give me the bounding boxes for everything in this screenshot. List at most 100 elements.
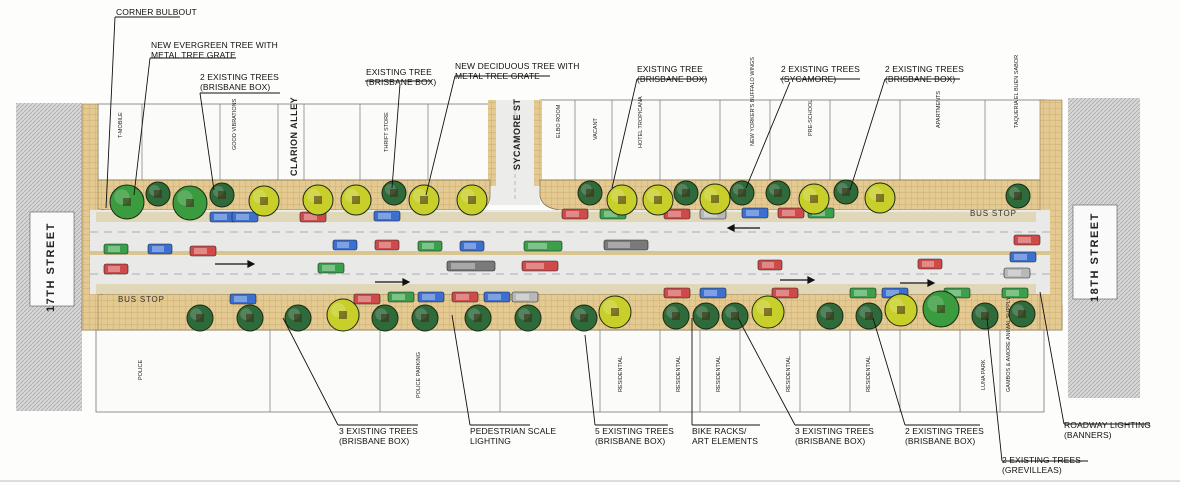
top-buildings [97,103,491,181]
car-13 [417,240,443,252]
existing-tree-16 [765,180,791,206]
car-8 [741,207,769,219]
existing-tree-28 [514,304,542,332]
building-bottom-4: RESIDENTIAL [716,356,722,392]
car-35 [511,291,539,303]
car-37 [699,287,727,299]
car-25 [917,258,943,270]
existing-tree-40 [1008,300,1036,328]
building-top-9: TAQUERIA EL BUEN SABOR [1014,55,1020,128]
bottom-callout-0-line-0: 3 EXISTING TREES [339,426,418,436]
bottom-callout-1-line-0: PEDESTRIAN SCALE [470,426,556,436]
building-bottom-2: RESIDENTIAL [618,356,624,392]
building-top-6: NEW YORKER'S BUFFALO WINGS [750,57,756,146]
car-16 [603,239,649,251]
alley-label: CLARION ALLEY [289,97,299,176]
deciduous-tree-19 [864,182,896,214]
building-top-8: APARTMENTS [936,91,942,128]
existing-tree-35 [816,302,844,330]
existing-tree-18 [833,179,859,205]
cross-street-label: SYCAMORE ST [512,98,522,170]
existing-tree-39 [971,302,999,330]
car-27 [1009,251,1037,263]
car-19 [189,245,217,257]
bottom-callout-5-line-1: (BRISBANE BOX) [905,436,975,446]
bottom-callout-3-line-0: BIKE RACKS/ [692,426,747,436]
bottom-callout-0-line-1: (BRISBANE BOX) [339,436,409,446]
existing-tree-15 [729,180,755,206]
existing-tree-25 [371,304,399,332]
car-30 [353,293,381,305]
top-callout-4-line-0: NEW DECIDUOUS TREE WITH [455,61,579,71]
car-32 [417,291,445,303]
sycamore-street [490,100,540,205]
deciduous-tree-37 [884,293,918,327]
building-top-4: VACANT [593,117,599,140]
existing-tree-13 [673,180,699,206]
car-33 [451,291,479,303]
car-9 [777,207,805,219]
building-bottom-6: RESIDENTIAL [866,356,872,392]
street-trees [109,179,1036,332]
building-top-1: GOOD VIBRATIONS [232,98,238,150]
car-23 [521,260,559,272]
car-29 [229,293,257,305]
car-39 [849,287,877,299]
top-callout-2-line-1: (BRISBANE BOX) [200,82,270,92]
deciduous-tree-5 [302,184,334,216]
evergreen-tree-0 [109,184,145,220]
car-38 [771,287,799,299]
car-3 [373,210,401,222]
car-1 [231,211,259,223]
existing-tree-7 [381,180,407,206]
deciduous-tree-12 [642,184,674,216]
car-15 [523,240,563,252]
street-label-17th: 17TH STREET [45,222,57,312]
bottom-callout-1-line-1: LIGHTING [470,436,511,446]
building-top-5: HOTEL TROPICANA [638,96,644,148]
car-20 [103,263,129,275]
top-callout-2-line-0: 2 EXISTING TREES [200,72,279,82]
top-callout-5-line-0: EXISTING TREE [637,64,703,74]
top-callout-7-line-1: (BRISBANE BOX) [885,74,955,84]
building-top-0: T-MOBILE [118,112,124,138]
deciduous-tree-11 [606,184,638,216]
car-17 [103,243,129,255]
building-top-3: ELBO ROOM [556,104,562,138]
car-24 [757,259,783,271]
street-label-18th: 18TH STREET [1089,212,1101,302]
deciduous-tree-24 [326,298,360,332]
deciduous-tree-34 [751,295,785,329]
bus-stop-bottom: BUS STOP [118,295,165,304]
car-36 [663,287,691,299]
bottom-callout-5-line-0: 2 EXISTING TREES [905,426,984,436]
bottom-callout-6-line-0: ROADWAY LIGHTING [1064,420,1151,430]
existing-tree-20 [1005,183,1031,209]
deciduous-tree-17 [798,183,830,215]
building-top-2: THRIFT STORE [384,112,390,152]
car-34 [483,291,511,303]
evergreen-tree-2 [172,185,208,221]
bottom-buildings [95,329,1045,413]
car-31 [387,291,415,303]
building-bottom-8: GAMBOS & AMORE ANIMAL SUPPLY [1006,297,1012,392]
existing-tree-23 [284,304,312,332]
top-callout-7-line-0: 2 EXISTING TREES [885,64,964,74]
bottom-callout-6-line-1: (BANNERS) [1064,430,1112,440]
existing-tree-21 [186,304,214,332]
car-18 [147,243,173,255]
existing-tree-29 [570,304,598,332]
car-42 [1001,287,1029,299]
top-callout-1-line-1: METAL TREE GRATE [151,50,236,60]
top-callout-1-line-0: NEW EVERGREEN TREE WITH [151,40,278,50]
deciduous-tree-4 [248,185,280,217]
top-callout-6-line-1: (SYCAMORE) [781,74,836,84]
top-callout-0-line-0: CORNER BULBOUT [116,7,197,17]
existing-tree-36 [855,302,883,330]
bottom-callout-2-line-1: (BRISBANE BOX) [595,436,665,446]
top-callout-6-line-0: 2 EXISTING TREES [781,64,860,74]
existing-tree-1 [145,181,171,207]
car-12 [374,239,400,251]
